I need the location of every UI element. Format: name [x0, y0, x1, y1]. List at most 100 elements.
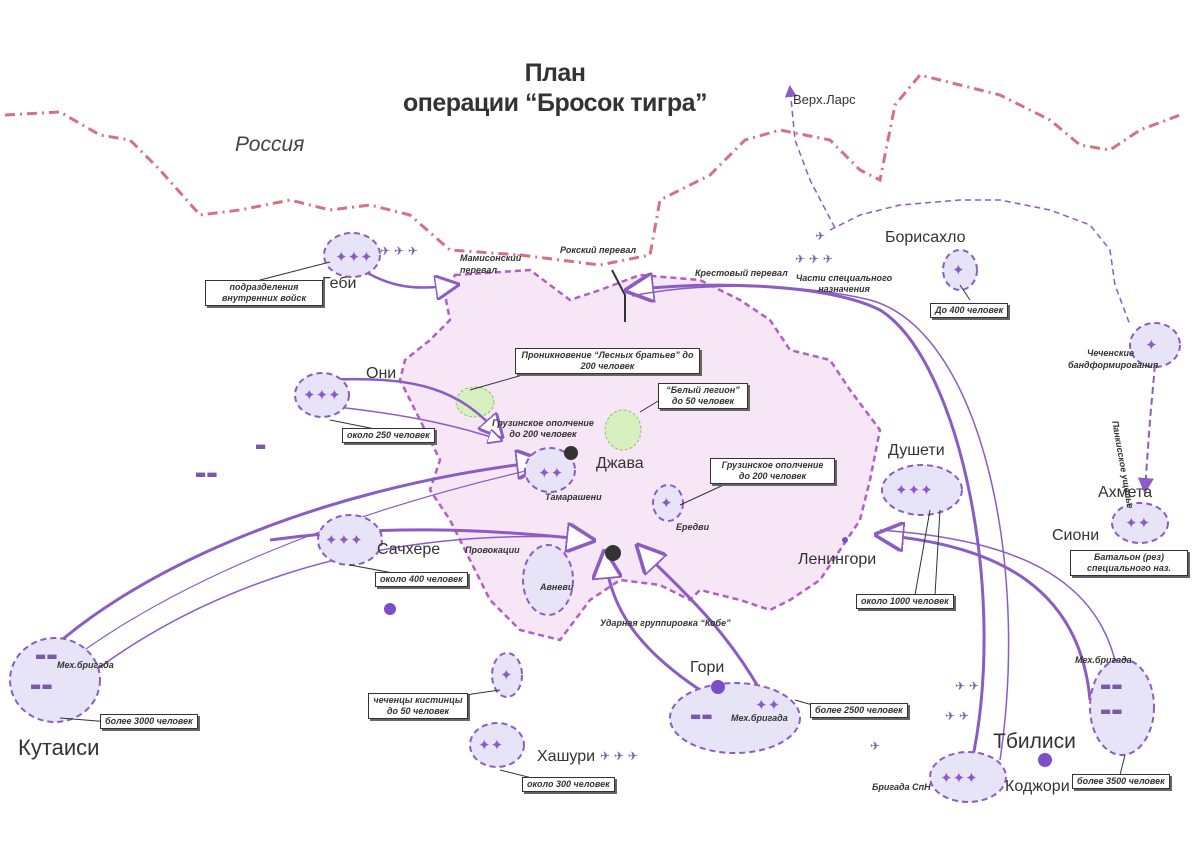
- helicopter-icon: ✈ ✈ ✈: [795, 252, 833, 266]
- label-mech-brigade-gori: Мех.бригада: [731, 713, 788, 723]
- label-roki-pass: Рокский перевал: [560, 245, 637, 255]
- label-strike-group: Ударная группировка “Кобе”: [600, 618, 731, 628]
- leader-line: [959, 284, 971, 301]
- label-kodzhori: Коджори: [1005, 778, 1070, 795]
- soldier-icon: ✦✦✦: [325, 531, 363, 549]
- soldier-icon: ✦: [952, 261, 965, 279]
- soldier-icon: ✦✦✦: [303, 386, 341, 404]
- helicopter-icon: ✈ ✈ ✈: [600, 749, 638, 763]
- soldier-icon: ✦✦: [478, 736, 503, 754]
- arrow-gori-avnevi-2: [640, 548, 762, 691]
- group-sioni: [1111, 502, 1169, 544]
- group-khashuri: [469, 722, 525, 768]
- box-forest-brothers: Проникновение “Лесных братьев” до 200 че…: [515, 348, 700, 374]
- soldier-icon: ✦✦✦: [940, 769, 978, 787]
- label-avnevi: Авневи: [540, 582, 574, 592]
- group-gori: [669, 682, 801, 754]
- tank-icon: ▬: [255, 439, 266, 453]
- label-kutaisi: Кутаиси: [18, 735, 100, 760]
- box-up-to-400: До 400 человек: [930, 303, 1009, 318]
- soldier-icon: ✦✦: [1125, 514, 1150, 532]
- group-kodzhori: [929, 751, 1007, 803]
- label-sachkhere: Сачхере: [377, 541, 441, 558]
- label-krestovy-pass: Крестовый перевал: [695, 268, 788, 278]
- box-about-300: около 300 человек: [522, 777, 615, 792]
- map-title: План операции “Бросок тигра”: [400, 58, 710, 118]
- tank-icon: ▬▬: [35, 649, 58, 663]
- city-dot-dzhava: [564, 446, 578, 460]
- label-dzhava: Джава: [596, 455, 644, 472]
- soldier-icon: ✦✦: [755, 696, 780, 714]
- route-verkh-lars: [784, 85, 836, 229]
- label-gori: Гори: [690, 659, 725, 676]
- soldier-icon: ✦✦: [538, 464, 563, 482]
- forest-brothers-zone: [455, 386, 495, 418]
- box-more-2500: более 2500 человек: [810, 703, 908, 718]
- label-provocations: Провокации: [465, 545, 520, 555]
- label-eredvi: Ередви: [676, 522, 710, 532]
- helicopter-icon: ✈: [870, 739, 880, 753]
- box-georgian-militia-2: Грузинское ополчение до 200 человек: [710, 458, 835, 484]
- label-chechen-formations: Чеченские бандформирования: [1068, 348, 1159, 370]
- city-dot-gori: [711, 680, 725, 694]
- group-borisakhlo: [942, 249, 978, 291]
- group-eredvi: [652, 484, 684, 522]
- soldier-icon: ✦✦✦: [335, 248, 373, 266]
- group-gebi: [323, 232, 381, 278]
- label-dusheti: Душети: [888, 442, 945, 459]
- box-special-units: Части специального назначения: [795, 273, 893, 294]
- arrow-kutaisi-avnevi: [69, 537, 590, 691]
- arrow-oni-tamarasheni-2: [317, 404, 500, 440]
- leader-line: [259, 261, 331, 281]
- arrow-kutaisi-tamarasheni: [38, 462, 540, 662]
- helicopter-icon: ✈ ✈ ✈: [380, 244, 418, 258]
- box-about-1000: около 1000 человек: [856, 594, 954, 609]
- leader-line: [1119, 754, 1126, 776]
- label-brigade-spn: Бригада СпН: [872, 782, 931, 792]
- arrow-gori-avnevi: [605, 555, 701, 692]
- box-internal-troops: подразделения внутренних войск: [205, 280, 323, 306]
- box-white-legion: “Белый легион” до 50 человек: [658, 383, 748, 409]
- group-oni: [294, 372, 350, 418]
- label-oni: Они: [366, 365, 397, 382]
- label-akhmeta: Ахмета: [1098, 484, 1153, 501]
- route-pankisi: [1137, 364, 1156, 494]
- leader-line: [679, 481, 731, 506]
- label-tamarasheni: Тамарашени: [545, 492, 602, 502]
- tank-icon: ▬▬: [690, 709, 713, 723]
- box-about-250: около 250 человек: [342, 428, 435, 443]
- label-gebi: Геби: [322, 275, 357, 292]
- group-kistins: [491, 652, 523, 698]
- arrow-sachkhere-avnevi: [269, 530, 590, 540]
- label-khashuri: Хашури: [537, 748, 596, 765]
- city-dot-sachkhere: [384, 603, 396, 615]
- city-dot-leningori: [842, 537, 848, 543]
- arrow-tbilisi-leningori-2: [879, 529, 1121, 691]
- label-mamison-pass: Мамисонский перевал: [460, 253, 522, 275]
- box-battalion: Батальон (рез) специального наз.: [1070, 550, 1188, 576]
- label-sioni: Сиони: [1052, 527, 1100, 544]
- tank-icon: ▬▬: [30, 679, 53, 693]
- label-russia: Россия: [235, 133, 305, 156]
- arrow-tbilisi-krestovy-2: [631, 285, 1010, 761]
- label-borisakhlo: Борисахло: [885, 229, 966, 246]
- helicopter-icon: ✈: [815, 229, 825, 243]
- box-chechens-kistins: чеченцы кистинцы до 50 человек: [368, 693, 468, 719]
- tank-icon: ▬▬: [1100, 679, 1123, 693]
- box-about-400: около 400 человек: [375, 572, 468, 587]
- label-mech-brigade-kutaisi: Мех.бригада: [57, 660, 114, 670]
- label-tbilisi: Тбилиси: [993, 730, 1076, 753]
- soldier-icon: ✦: [660, 494, 673, 512]
- group-tamarasheni: [524, 447, 576, 493]
- group-kutaisi: [9, 637, 101, 723]
- city-dot-tskhinvali: [605, 545, 621, 561]
- group-avnevi: [522, 544, 574, 616]
- title-line-1: План: [524, 59, 586, 87]
- group-chechens-north: [1129, 322, 1181, 368]
- group-dusheti: [881, 464, 963, 516]
- arrow-oni-tamarasheni: [319, 377, 500, 435]
- label-georgian-militia-1: Грузинское ополчение до 200 человек: [492, 418, 594, 439]
- arrow-tbilisi-krestovy: [630, 285, 986, 771]
- leader-line: [914, 509, 941, 596]
